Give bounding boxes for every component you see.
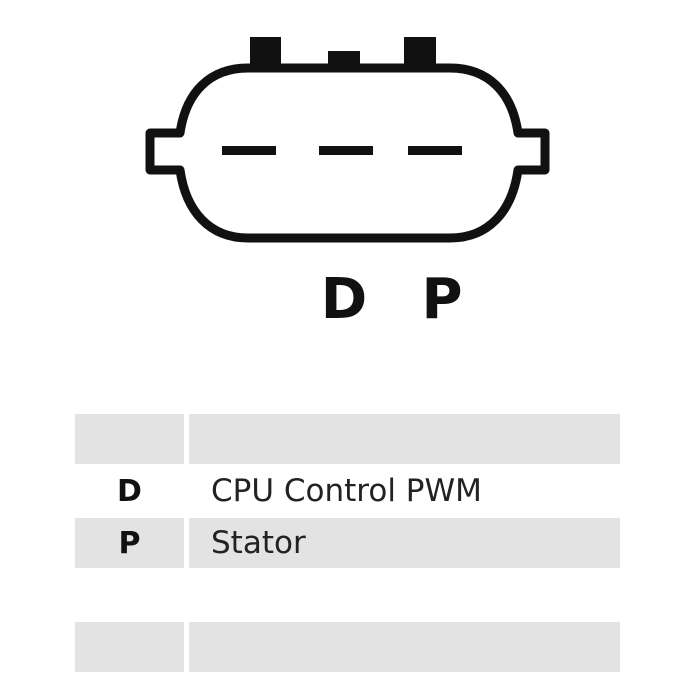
table-row: D CPU Control PWM [75, 466, 620, 516]
table-row: P Stator [75, 518, 620, 568]
table-cell-pin: P [75, 518, 184, 568]
table-row [75, 414, 620, 464]
terminal-slot-1 [222, 146, 276, 155]
table-cell-pin [75, 570, 184, 618]
pin-table: D CPU Control PWM P Stator [75, 414, 620, 674]
table-cell-description: Stator [189, 518, 620, 568]
pin-label-p: P [421, 267, 463, 332]
connector-body-outline [145, 63, 550, 243]
terminal-slot-3 [408, 146, 462, 155]
table-row [75, 622, 620, 672]
table-cell-pin [75, 414, 184, 464]
table-cell-pin: D [117, 473, 142, 509]
connector-diagram [145, 37, 550, 243]
table-cell-description [189, 570, 620, 618]
table-cell-description [189, 622, 620, 672]
table-cell-description: CPU Control PWM [211, 473, 482, 509]
table-cell-pin [75, 622, 184, 672]
terminal-slot-2 [319, 146, 373, 155]
table-cell-description [189, 414, 620, 464]
pin-label-d: D [320, 267, 368, 332]
table-row [75, 570, 620, 618]
